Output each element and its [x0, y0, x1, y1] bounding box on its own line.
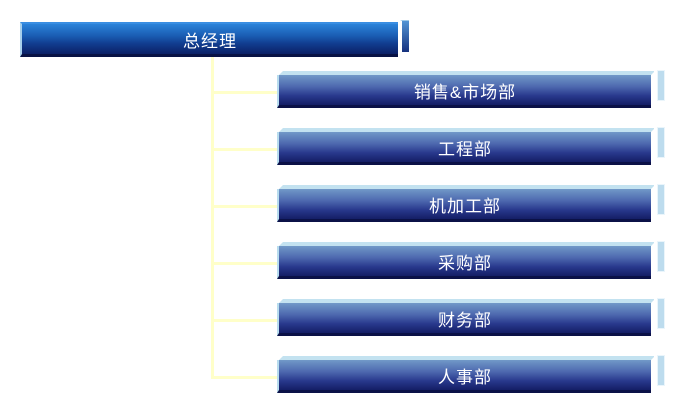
org-node-label: 销售&市场部 — [413, 82, 517, 102]
org-node-purchasing: 采购部 — [277, 241, 665, 279]
org-node-machining: 机加工部 — [277, 184, 665, 222]
org-node-label: 人事部 — [438, 367, 492, 387]
org-node-sales-marketing: 销售&市场部 — [277, 70, 665, 108]
connector-branch-engineering — [212, 148, 277, 151]
connector-branch-sales — [212, 91, 277, 94]
org-node-hr: 人事部 — [277, 355, 665, 393]
connector-branch-machining — [212, 205, 277, 208]
org-node-finance: 财务部 — [277, 298, 665, 336]
connector-branch-hr — [212, 376, 277, 379]
org-node-label: 采购部 — [438, 253, 492, 273]
org-node-engineering: 工程部 — [277, 127, 665, 165]
org-node-label: 机加工部 — [429, 196, 501, 216]
org-node-general-manager: 总经理 — [20, 20, 409, 57]
org-node-label: 财务部 — [438, 310, 492, 330]
org-node-label: 总经理 — [183, 31, 237, 51]
connector-branch-purchasing — [212, 262, 277, 265]
connector-branch-finance — [212, 319, 277, 322]
connector-trunk — [211, 57, 214, 379]
org-node-label: 工程部 — [438, 139, 492, 159]
